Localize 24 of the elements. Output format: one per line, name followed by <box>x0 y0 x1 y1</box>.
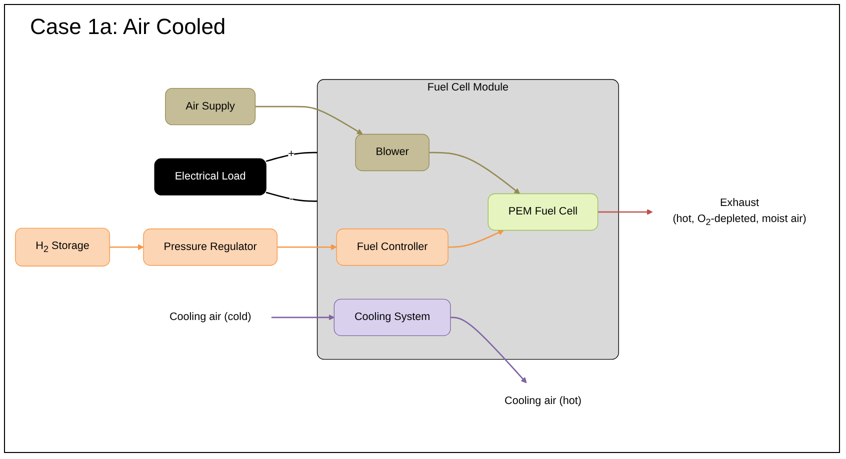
node-box: PEM Fuel Cell <box>488 193 598 231</box>
arrow <box>598 209 653 215</box>
node-box: Air Supply <box>165 88 256 126</box>
node-box: Cooling System <box>334 298 451 336</box>
edge-label: + <box>288 148 294 160</box>
connector <box>266 152 318 162</box>
connector <box>266 192 318 202</box>
arrow <box>429 152 520 194</box>
arrow <box>255 106 363 135</box>
node-box: Blower <box>355 134 430 172</box>
node-box: Fuel Controller <box>336 228 448 266</box>
node-box: Pressure Regulator <box>143 228 278 266</box>
arrow <box>277 244 337 250</box>
node-text: Exhaust (hot, O$_{2}$-depleted, moist air) <box>672 197 806 227</box>
node-box: H$_{2}$ Storage <box>15 228 110 266</box>
node-text: Cooling air (hot) <box>504 395 582 407</box>
arrow <box>271 314 334 320</box>
node-box: Electrical Load <box>154 158 266 196</box>
arrow <box>450 316 527 384</box>
edge-label: - <box>289 193 294 205</box>
arrow <box>110 244 144 250</box>
node-text: Cooling air (cold) <box>169 311 252 323</box>
diagram-title: Case 1a: Air Cooled <box>30 14 226 40</box>
arrow <box>448 230 504 248</box>
